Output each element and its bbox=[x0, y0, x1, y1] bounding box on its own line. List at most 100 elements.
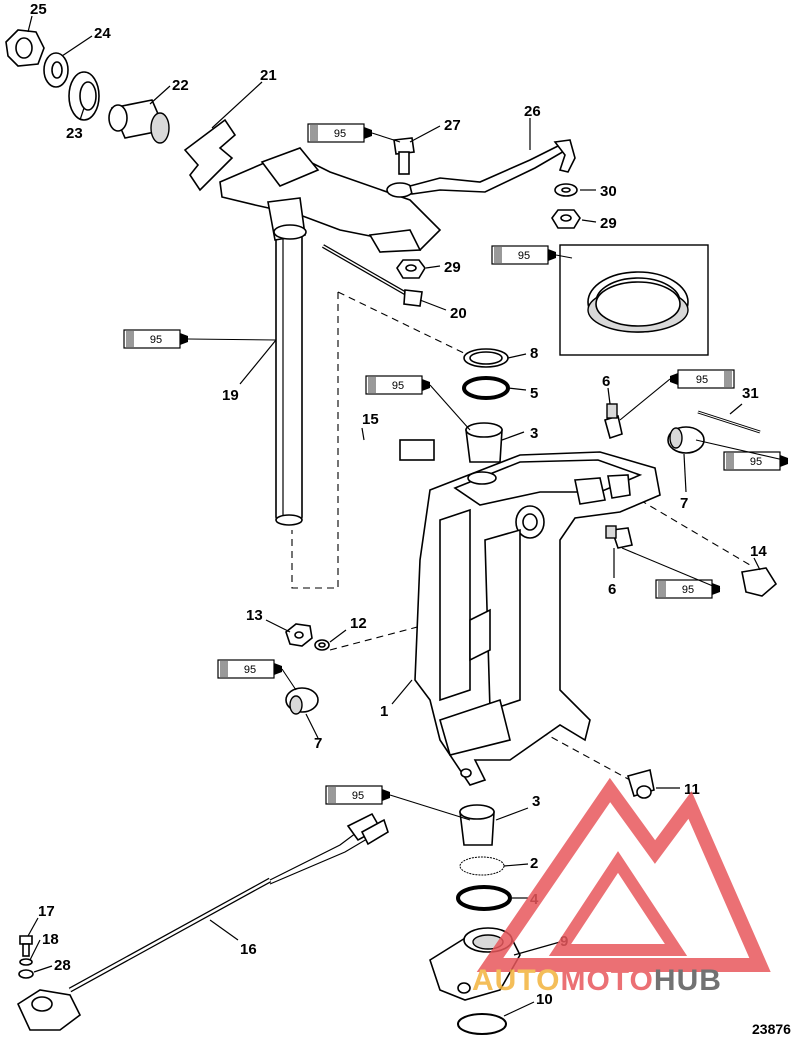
automotohub-watermark: AUTOMOTOHUB bbox=[472, 777, 771, 997]
bolt-14 bbox=[741, 567, 778, 597]
sealant-tube-label: 95 bbox=[150, 334, 162, 346]
sealant-tube-95: 95 bbox=[307, 123, 401, 143]
callout-24: 23 bbox=[66, 125, 83, 142]
callout-7-left: 7 bbox=[314, 735, 322, 752]
grease-fitting-6-lower bbox=[605, 525, 633, 549]
nut-26 bbox=[5, 29, 45, 67]
callout-11: 11 bbox=[684, 781, 700, 798]
sealant-tube-label: 95 bbox=[750, 456, 762, 468]
callout-2: 2 bbox=[530, 855, 538, 872]
sealant-tubes: 95 95 95 95 95 95 95 95 95 bbox=[123, 123, 789, 821]
sealant-tube-label: 95 bbox=[392, 380, 404, 392]
callout-20: 19 bbox=[222, 387, 239, 404]
steering-tube-20 bbox=[275, 229, 303, 526]
callout-15: 15 bbox=[362, 411, 379, 428]
callout-5: 5 bbox=[530, 385, 538, 402]
sealant-tube-label: 95 bbox=[244, 664, 256, 676]
sealant-tube-leader bbox=[621, 547, 721, 590]
watermark-triangle-inner bbox=[548, 851, 688, 956]
washer-30 bbox=[554, 183, 578, 197]
seal-detail-box bbox=[559, 244, 709, 356]
bushing-23 bbox=[108, 99, 170, 144]
sealant-tube-leader bbox=[389, 794, 471, 821]
callout-14: 14 bbox=[750, 543, 767, 560]
callout-31: 31 bbox=[742, 385, 759, 402]
washer-24 bbox=[68, 71, 100, 121]
grease-fitting-6-upper bbox=[604, 403, 623, 440]
callout-29-upper: 29 bbox=[600, 215, 617, 232]
washer-18 bbox=[19, 958, 33, 966]
sealant-tube-label: 95 bbox=[352, 790, 364, 802]
bushing-7-right bbox=[667, 426, 705, 454]
plate-22 bbox=[183, 118, 237, 192]
watermark-auto: AUTO bbox=[472, 964, 560, 997]
seal-4 bbox=[456, 885, 512, 911]
sealant-tube-leader bbox=[371, 132, 401, 143]
sealant-tube-nozzle bbox=[670, 373, 678, 385]
washer-25 bbox=[43, 52, 69, 88]
watermark-hub: HUB bbox=[654, 964, 722, 997]
callout-16: 16 bbox=[240, 941, 257, 958]
sealant-tube-label: 95 bbox=[682, 584, 694, 596]
sealant-tube-label: 95 bbox=[696, 374, 708, 386]
sealant-tube-95: 95 bbox=[365, 375, 471, 431]
sealant-tube-leader bbox=[187, 338, 277, 341]
reference-number: 23876 bbox=[752, 1021, 791, 1037]
washer-2 bbox=[459, 856, 505, 876]
callout-27: 26 bbox=[524, 103, 541, 120]
callout-22: 21 bbox=[260, 67, 277, 84]
callout-23: 22 bbox=[172, 77, 189, 94]
sealant-tube-leader bbox=[281, 668, 297, 691]
swivel-bracket-1 bbox=[414, 451, 661, 786]
callout-18: 18 bbox=[42, 931, 59, 948]
nut-19 bbox=[18, 969, 34, 979]
bolt-21 bbox=[322, 244, 423, 307]
sealant-tube-nozzle bbox=[780, 455, 788, 467]
svg-text:AUTOMOTOHUB: AUTOMOTOHUB bbox=[472, 964, 722, 997]
link-rod-27 bbox=[386, 139, 576, 198]
callout-6-upper: 6 bbox=[602, 373, 610, 390]
callout-13: 13 bbox=[246, 607, 263, 624]
callout-30: 30 bbox=[600, 183, 617, 200]
sealant-tube-95: 95 bbox=[619, 369, 735, 421]
sealant-tube-leader bbox=[429, 384, 471, 431]
callout-1: 1 bbox=[380, 703, 388, 720]
trim-sender-16 bbox=[16, 812, 389, 1031]
sealant-tube-label: 95 bbox=[334, 128, 346, 140]
seal-5 bbox=[462, 376, 510, 400]
watermark-moto: MOTO bbox=[560, 964, 653, 997]
nut-29-lower bbox=[396, 259, 426, 279]
callout-numbers: 25 24 23 22 21 27 26 30 29 29 20 19 8 5 … bbox=[30, 1, 767, 1008]
sealant-tube-95: 95 bbox=[325, 785, 471, 821]
sealant-tube-nozzle bbox=[274, 663, 282, 675]
screw-11 bbox=[626, 769, 655, 799]
callout-17: 17 bbox=[38, 903, 55, 920]
bushing-3-lower bbox=[459, 804, 495, 846]
callout-26: 25 bbox=[30, 1, 47, 18]
washer-8 bbox=[463, 348, 509, 368]
steering-yoke-arm bbox=[219, 147, 442, 253]
sealant-tube-95: 95 bbox=[217, 659, 297, 691]
callout-25: 24 bbox=[94, 25, 111, 42]
callout-19: 28 bbox=[54, 957, 71, 974]
sealant-tube-nozzle bbox=[364, 127, 372, 139]
callout-28: 27 bbox=[444, 117, 461, 134]
leader-lines bbox=[27, 15, 761, 1017]
bushing-3-upper bbox=[465, 422, 503, 463]
pin-31 bbox=[697, 410, 761, 434]
sealant-tube-leader bbox=[555, 254, 573, 259]
bolt-28 bbox=[393, 137, 415, 175]
callout-3-upper: 3 bbox=[530, 425, 538, 442]
sealant-tube-95: 95 bbox=[621, 547, 721, 599]
nut-29-upper bbox=[551, 209, 581, 229]
sealant-tube-nozzle bbox=[180, 333, 188, 345]
callout-12: 12 bbox=[350, 615, 367, 632]
callout-3-lower: 3 bbox=[532, 793, 540, 810]
nut-13 bbox=[285, 623, 313, 647]
callout-21: 20 bbox=[450, 305, 467, 322]
sealant-tube-95: 95 bbox=[491, 245, 573, 265]
sealant-tube-95: 95 bbox=[695, 439, 789, 471]
sealant-tube-95: 95 bbox=[123, 329, 277, 349]
